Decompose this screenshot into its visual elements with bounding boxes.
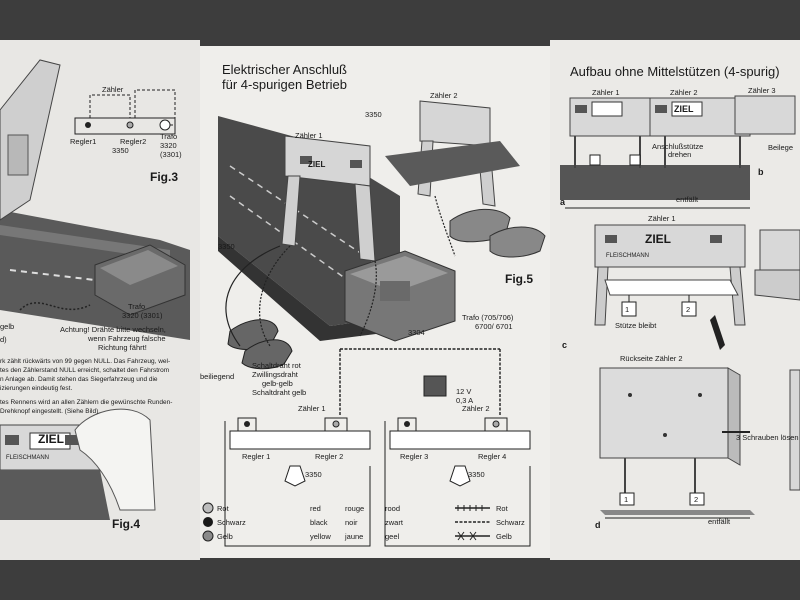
box-num-3: 1 xyxy=(624,495,629,504)
legend-rot-nl: rood xyxy=(385,504,401,513)
regler2-label: Regler2 xyxy=(120,137,147,146)
middle-ziel-sign: ZIEL xyxy=(308,160,326,169)
top-trafo-num2: (3301) xyxy=(160,150,182,159)
diagram-num2: 3350 xyxy=(468,470,485,479)
schrauben-label: 3 Schrauben lösen xyxy=(736,433,799,442)
right-zahler-3: Zähler 3 xyxy=(748,86,776,95)
body-line-3: n Anlage ab. Damit stehen das Siegerfahr… xyxy=(0,376,158,383)
top-zahler-label: Zähler xyxy=(102,85,124,94)
middle-page: Elektrischer Anschluß für 4-spurigen Bet… xyxy=(200,46,550,558)
warning-line-1: Achtung! Drähte bitte wechseln, xyxy=(60,325,166,334)
body-line-6: Drehknopf eingestellt. (Siehe Bild) xyxy=(0,408,99,415)
middle-3350-left: 3350 xyxy=(218,242,235,251)
diagram-zahler2: Zähler 2 xyxy=(462,404,490,413)
fig5-label: Fig.5 xyxy=(505,272,534,286)
diagram-regler3: Regler 3 xyxy=(400,452,429,461)
right-illustration xyxy=(560,95,800,519)
label-a: a xyxy=(560,197,566,207)
body-line-1: rk zählt rückwärts von 99 gegen NULL. Da… xyxy=(0,358,171,365)
wire-label-4: Schaltdraht gelb xyxy=(252,388,307,397)
trafo-label: Trafo xyxy=(128,302,146,311)
warning-line-2: wenn Fahrzeug falsche xyxy=(88,334,166,343)
diagram-num1: 3350 xyxy=(305,470,322,479)
right-brand: FLEISCHMANN xyxy=(606,253,650,259)
fragment-d: d) xyxy=(0,335,7,344)
middle-zahler1: Zähler 1 xyxy=(295,131,323,140)
middle-3304: 3304 xyxy=(408,328,425,337)
body-line-2: tes den Zählerstand NULL erreicht, schal… xyxy=(0,367,170,374)
body-line-5: tes Rennens wird an allen Zählern die ge… xyxy=(0,399,173,406)
entfallt-label-2: entfällt xyxy=(708,517,731,526)
num-3350-label: 3350 xyxy=(112,146,129,155)
legend-rot-fr: rouge xyxy=(345,504,365,513)
warning-line-3: Richtung fährt! xyxy=(98,343,147,352)
legend-schwarz-en: black xyxy=(310,518,328,527)
legend-schwarz-nl: zwart xyxy=(385,518,403,527)
legend-rot-de: Rot xyxy=(217,504,229,513)
fig3-label: Fig.3 xyxy=(150,170,179,184)
diagram-regler4: Regler 4 xyxy=(478,452,507,461)
beilege-label: Beilege xyxy=(768,143,794,152)
body-line-4: izierungen eindeutig fest. xyxy=(0,385,73,392)
wire-type-gelb: Gelb xyxy=(496,532,512,541)
diagram-regler2: Regler 2 xyxy=(315,452,344,461)
fragment-gelb: gelb xyxy=(0,322,15,331)
wire-type-schwarz: Schwarz xyxy=(496,518,525,527)
ruckseite-label: Rückseite Zähler 2 xyxy=(620,354,683,363)
diagram-zahler1: Zähler 1 xyxy=(298,404,326,413)
wire-label-1: Schaltdraht rot xyxy=(252,361,301,370)
middle-zahler2: Zähler 2 xyxy=(430,91,458,100)
legend-schwarz-fr: noir xyxy=(345,518,358,527)
regler1-label: Regler1 xyxy=(70,137,97,146)
top-trafo-label: Trafo xyxy=(160,132,178,141)
wire-label-3: gelb-gelb xyxy=(262,379,293,388)
right-zahler-1: Zähler 1 xyxy=(592,88,620,97)
right-page: Aufbau ohne Mittelstützen (4-spurig) Zäh… xyxy=(550,40,800,560)
fig4-label: Fig.4 xyxy=(112,517,141,531)
voltage-label-2: 0,3 A xyxy=(456,396,474,405)
left-brand: FLEISCHMANN xyxy=(6,455,50,461)
label-d: d xyxy=(595,520,601,530)
diagram-regler1: Regler 1 xyxy=(242,452,271,461)
wire-type-rot: Rot xyxy=(496,504,508,513)
middle-trafo2: 6700/ 6701 xyxy=(475,322,513,331)
left-page: Zähler Regler1 Regler2 3350 Trafo 3320 (… xyxy=(0,40,200,560)
anschluss-line-2: drehen xyxy=(668,150,692,159)
right-mid-ziel: ZIEL xyxy=(645,232,671,246)
left-illustration xyxy=(0,59,190,520)
box-num-4: 2 xyxy=(694,495,699,504)
middle-title-line1: Elektrischer Anschluß xyxy=(222,62,347,77)
legend-gelb-de: Gelb xyxy=(217,532,233,541)
middle-title-line2: für 4-spurigen Betrieb xyxy=(222,77,348,92)
wire-label-2: Zwillingsdraht xyxy=(252,370,298,379)
voltage-label-1: 12 V xyxy=(456,387,472,396)
left-ziel-sign: ZIEL xyxy=(38,432,64,446)
legend-gelb-en: yellow xyxy=(310,532,331,541)
legend-schwarz-de: Schwarz xyxy=(217,518,246,527)
mid-zahler-label: Zähler 1 xyxy=(648,214,676,223)
legend-gelb-nl: geel xyxy=(385,532,400,541)
trafo-nums: 3320 (3301) xyxy=(122,311,163,320)
stutze-label: Stütze bleibt xyxy=(615,321,657,330)
legend-gelb-fr: jaune xyxy=(345,532,364,541)
top-trafo-num: 3320 xyxy=(160,141,177,150)
middle-3350-top: 3350 xyxy=(365,110,382,119)
right-zahler-2: Zähler 2 xyxy=(670,88,698,97)
label-c: c xyxy=(562,340,568,350)
legend-rot-en: red xyxy=(310,504,321,513)
anschluss-line-1: Anschlußstütze xyxy=(652,142,704,151)
entfallt-label: entfällt xyxy=(676,195,699,204)
middle-trafo: Trafo (705/706) xyxy=(462,313,514,322)
label-b: b xyxy=(758,167,764,177)
beiliegend-label: beiliegend xyxy=(200,372,235,381)
right-top-ziel: ZIEL xyxy=(674,104,694,114)
middle-illustration xyxy=(202,100,546,547)
right-title: Aufbau ohne Mittelstützen (4-spurig) xyxy=(570,64,780,79)
box-num-1: 1 xyxy=(625,305,630,314)
box-num-2: 2 xyxy=(686,305,691,314)
